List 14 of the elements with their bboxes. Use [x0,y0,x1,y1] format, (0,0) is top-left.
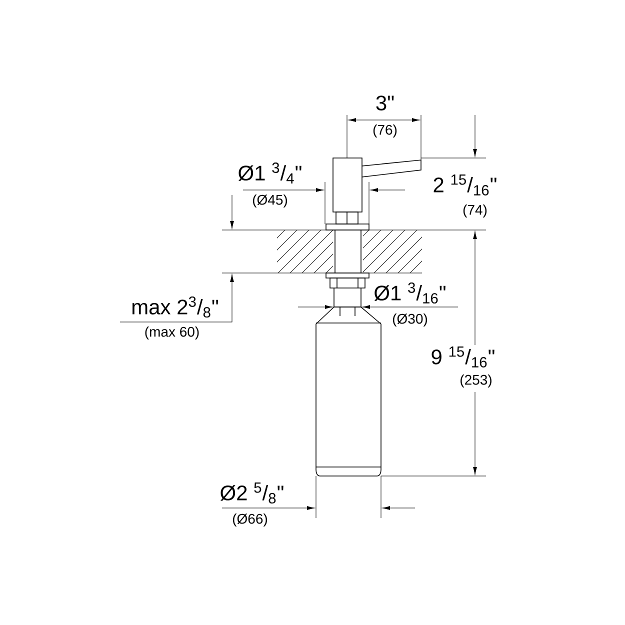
dimension-label: (76) [373,124,397,138]
dimension-label: Ø1 $^{3}$/$_{16}$" [374,282,446,304]
dimension-label: (Ø66) [232,513,268,527]
dimension-label: (74) [463,204,487,218]
dimension-label: (max 60) [145,326,199,340]
dimension-label: Ø2 $^{5}$/$_{8}$" [220,482,284,504]
dimension-label: 3" [376,96,394,110]
dimension-label: (Ø45) [252,194,288,208]
dimension-label: (Ø30) [392,313,428,327]
dimension-label: 9 $^{15}$/$_{16}$" [432,346,494,368]
dimension-label: max 2$^{3}$/$_{8}$" [132,296,218,318]
dimension-label: 2 $^{15}$/$_{16}$" [434,174,496,196]
dimension-label: (253) [460,374,492,388]
dimension-label: Ø1 $^{3}$/$_{4}$" [238,162,302,184]
